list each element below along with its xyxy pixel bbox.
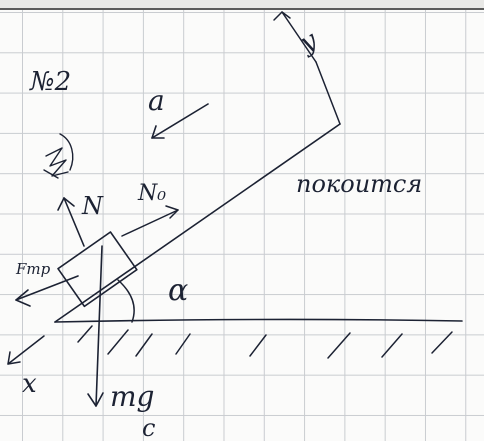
gravity-label: mg: [110, 380, 154, 413]
normal-force-arrow: [57, 197, 85, 247]
axis-x-label: x: [22, 369, 37, 399]
block: [57, 231, 138, 308]
friction-label: Fтр: [15, 260, 51, 278]
block-outline: [57, 231, 138, 308]
top-border: [0, 0, 484, 10]
normal-force-label: N: [81, 192, 104, 220]
incline-back-edge: [315, 61, 341, 125]
ground-line: [54, 318, 463, 323]
angle-arc: [117, 279, 135, 323]
ground-hatching: [77, 325, 453, 359]
axis-x-arrow: [7, 335, 45, 365]
problem-number: №2: [29, 67, 71, 97]
angle-label: α: [168, 273, 188, 308]
ground: [54, 318, 463, 359]
scribble-mark: [43, 133, 74, 179]
friction-arrow: [15, 275, 79, 307]
n0-arrow: [121, 205, 179, 237]
acceleration-arrow: [151, 103, 209, 139]
gravity-arrow: [87, 245, 104, 407]
axis-y-arrow: [273, 11, 317, 63]
incline-surface: [54, 123, 341, 323]
n0-label: N₀: [137, 181, 166, 206]
rest-note: покоится: [296, 170, 422, 198]
axis-y-label: y: [294, 25, 323, 59]
acceleration-label: a: [148, 84, 165, 117]
stray-mark: с: [142, 414, 155, 441]
